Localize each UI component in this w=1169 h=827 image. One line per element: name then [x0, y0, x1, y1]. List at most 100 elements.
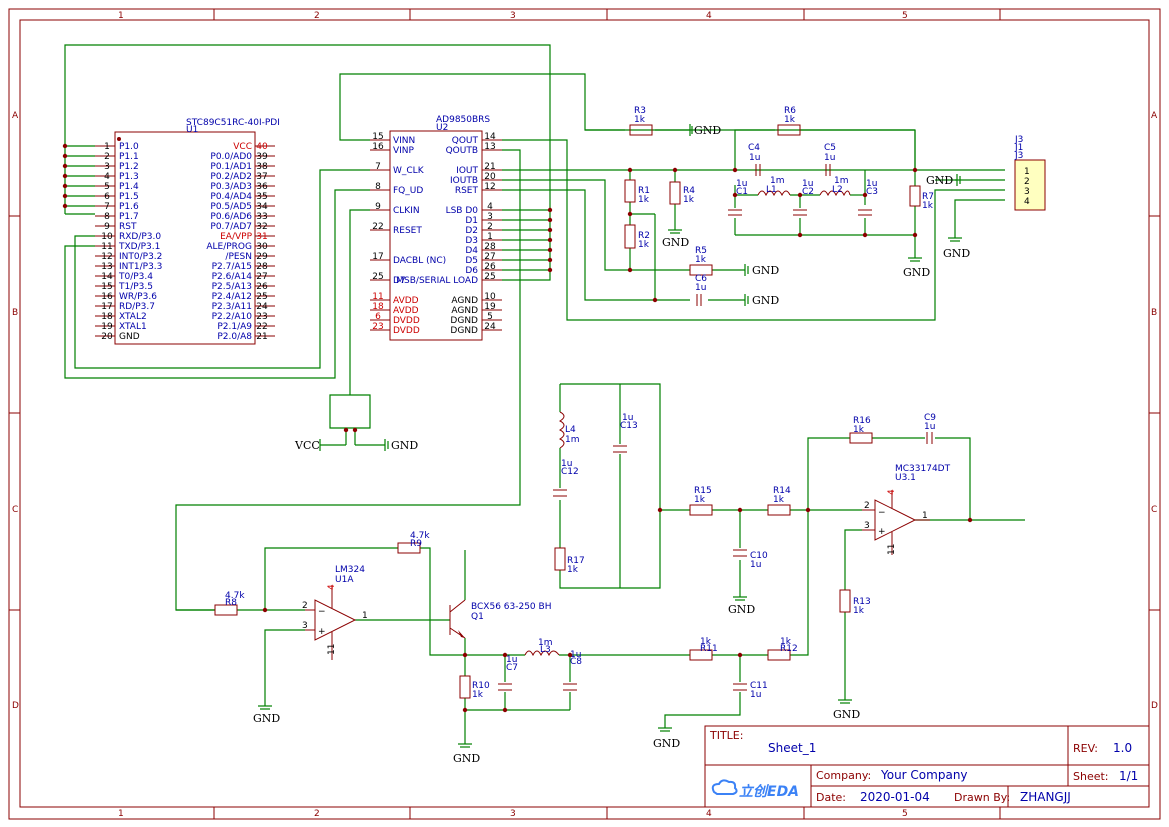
- mcu-pin-name-27: P2.6/A14: [212, 272, 253, 282]
- svg-text:VCC: VCC: [294, 439, 320, 452]
- grid-row-d-right: D: [1151, 701, 1158, 711]
- c1-value: 1u: [736, 179, 747, 189]
- c5-value: 1u: [824, 153, 835, 163]
- junction-dot: [502, 652, 508, 658]
- svg-text:3: 3: [864, 521, 870, 531]
- q1-transistor: [449, 599, 466, 639]
- dds-pin-name-L9: AVDD: [393, 306, 419, 316]
- mcu-pin-name-28: P2.7/A15: [212, 262, 252, 272]
- dds-pin-name-L10: DVDD: [393, 316, 420, 326]
- dds-pin-name-L7: D7: [393, 276, 406, 286]
- r16-resistor: [849, 432, 873, 444]
- mcu-pin-name-14: T0/P3.4: [118, 272, 153, 282]
- mcu-pin-name-22: P2.1/A9: [217, 322, 252, 332]
- svg-text:2: 2: [864, 501, 870, 511]
- grid-col-3-bottom: 3: [510, 809, 516, 819]
- r12-value: 1k: [780, 637, 792, 647]
- u1a-ref: U1A: [335, 575, 354, 585]
- c11-ref: C11: [750, 681, 768, 691]
- dds-pin-num-R9: 28: [484, 242, 496, 252]
- r8-value: 4.7k: [225, 591, 245, 601]
- mcu-pin-num-1: 1: [104, 142, 110, 152]
- grid-col-2: 2: [314, 11, 320, 21]
- c11-value: 1u: [750, 690, 761, 700]
- mcu-pin-num-39: 39: [256, 152, 268, 162]
- grid-row-b: B: [12, 308, 18, 318]
- junction-dot: [352, 427, 358, 433]
- junction-dot: [547, 207, 553, 213]
- mcu-pin-name-20: GND: [119, 332, 140, 342]
- gnd-r13: GND: [833, 699, 860, 721]
- mcu-pin-num-8: 8: [104, 212, 110, 222]
- j3-ref-2: J3: [1014, 151, 1023, 161]
- dds-pin-name-R0: QOUT: [452, 136, 479, 146]
- grid-row-b-right: B: [1151, 308, 1157, 318]
- q1-ref: Q1: [471, 612, 484, 622]
- mcu-pin-num-23: 23: [256, 312, 267, 322]
- mcu-pin-num-26: 26: [256, 282, 268, 292]
- mcu-pin-num-40: 40: [256, 142, 268, 152]
- dds-pin-name-R13: AGND: [451, 296, 478, 306]
- lceda-logo: 立创EDA: [711, 779, 799, 800]
- mcu-pin-num-11: 11: [101, 242, 112, 252]
- bottom-components: L4 1m 1u C12 1u C13 R17 1k R15 1k R14 1k…: [214, 411, 951, 700]
- u3-part: MC33174DT: [895, 464, 951, 474]
- svg-text:4: 4: [327, 584, 337, 590]
- dds-pin-name-R5: LSB D0: [446, 206, 479, 216]
- mcu-pin-name-16: WR/P3.6: [119, 292, 157, 302]
- mcu-pin-num-30: 30: [256, 242, 268, 252]
- mcu-pin-num-6: 6: [104, 192, 110, 202]
- mcu-pin-name-2: P1.1: [119, 152, 139, 162]
- junction-dot: [652, 297, 658, 303]
- dds-pin-name-L1: VINP: [393, 146, 415, 156]
- c3-value: 1u: [866, 179, 877, 189]
- svg-text:−: −: [318, 607, 326, 617]
- r11-value: 1k: [700, 637, 712, 647]
- c4-value: 1u: [749, 153, 760, 163]
- mcu-pin-name-11: TXD/P3.1: [118, 242, 160, 252]
- junction-dot: [502, 707, 508, 713]
- junction-dot: [547, 237, 553, 243]
- junction-dot: [627, 211, 633, 217]
- dds-pin-num-L11: 23: [372, 322, 383, 332]
- junction-dot: [547, 257, 553, 263]
- sheet-value: 1/1: [1119, 769, 1138, 783]
- r15-ref: R15: [694, 486, 712, 496]
- r15-resistor: [689, 504, 713, 516]
- svg-text:GND: GND: [653, 737, 680, 750]
- mcu-pin-name-9: RST: [119, 222, 137, 232]
- grid-col-1-bottom: 1: [118, 809, 124, 819]
- mcu-pin-name-31: EA/VPP: [220, 232, 252, 242]
- r16-ref: R16: [853, 416, 871, 426]
- mcu-pin-num-16: 16: [101, 292, 113, 302]
- dds-part: AD9850BRS: [436, 115, 490, 125]
- j1-ref: J1: [1014, 143, 1023, 153]
- mcu-pin-name-26: P2.5/A13: [212, 282, 252, 292]
- c7-value: 1u: [506, 655, 517, 665]
- junction-dot: [62, 173, 68, 179]
- mcu-pin-num-37: 37: [256, 172, 267, 182]
- r2-ref: R2: [638, 231, 650, 241]
- junction-dot: [62, 193, 68, 199]
- r4-resistor: [669, 181, 681, 205]
- r17-ref: R17: [567, 556, 585, 566]
- dds-pin-num-L9: 18: [372, 302, 384, 312]
- mcu-pin-num-12: 12: [101, 252, 112, 262]
- junction-dot: [737, 652, 743, 658]
- r3-resistor: [629, 124, 653, 136]
- r10-resistor: [459, 675, 471, 699]
- mcu-pin-num-28: 28: [256, 262, 268, 272]
- gnd-conn-4: GND: [943, 237, 970, 260]
- l3-inductor: [524, 650, 560, 657]
- mcu-pin-name-36: P0.3/AD3: [210, 182, 252, 192]
- svg-text:11: 11: [327, 644, 337, 655]
- svg-text:GND: GND: [833, 708, 860, 721]
- mcu-pin-name-39: P0.0/AD0: [210, 152, 252, 162]
- dds-pin-name-L5: RESET: [393, 226, 422, 236]
- j3-pin-3: 3: [1024, 187, 1030, 197]
- drawn-label: Drawn By:: [954, 791, 1010, 804]
- r2-resistor: [624, 224, 636, 249]
- junction-dot: [967, 517, 973, 523]
- mcu-pin-num-17: 17: [101, 302, 112, 312]
